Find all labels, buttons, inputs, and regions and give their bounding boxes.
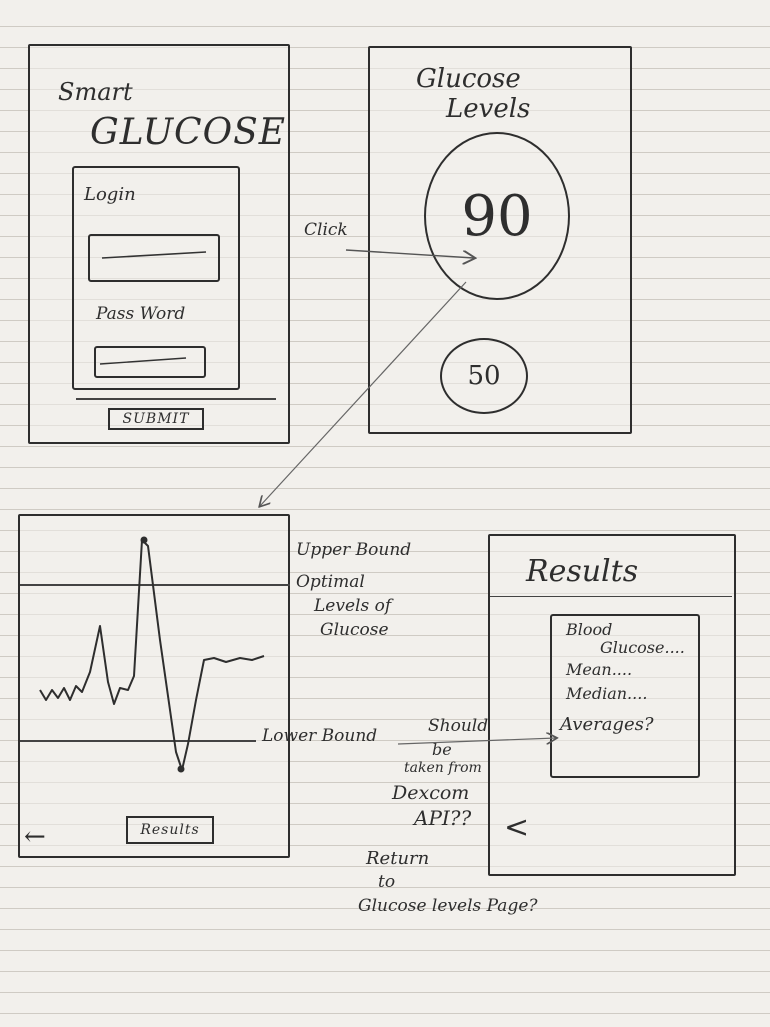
login-label: Login: [84, 184, 136, 205]
results-item-median: Median....: [566, 684, 648, 703]
api-note-line1: Should: [428, 716, 489, 736]
glucose-value-50-circle[interactable]: 50: [440, 338, 528, 414]
back-arrow-icon[interactable]: ←: [24, 822, 46, 852]
glucose-value-50: 50: [467, 361, 501, 391]
optimal-label-line2: Levels of: [314, 596, 392, 616]
login-form-panel: [72, 166, 240, 390]
lower-bound-label: Lower Bound: [262, 726, 378, 746]
results-item-mean: Mean....: [566, 660, 633, 679]
results-item-averages: Averages?: [560, 714, 654, 735]
upper-bound-line: [20, 584, 290, 586]
click-annotation: Click: [304, 220, 348, 240]
password-input[interactable]: [94, 346, 206, 378]
glucose-title-line2: Levels: [446, 94, 531, 124]
results-back-icon[interactable]: <: [504, 810, 530, 845]
return-note-line1: Return: [366, 848, 430, 869]
upper-bound-label: Upper Bound: [296, 540, 412, 560]
glucose-graph-screen: [18, 514, 290, 858]
return-note-line3: Glucose levels Page?: [358, 896, 538, 916]
click-arrow: [345, 249, 474, 258]
password-input-scribble: [99, 357, 187, 365]
api-to-results-arrow: [397, 738, 556, 745]
login-input-scribble: [101, 251, 207, 259]
peak-marker: [140, 536, 148, 544]
glucose-title-line1: Glucose: [416, 64, 521, 94]
results-title-divider: [490, 596, 732, 597]
app-name-large: GLUCOSE: [90, 112, 287, 153]
results-item-glucose: Glucose....: [600, 638, 685, 657]
api-note-line3: taken from: [404, 760, 482, 776]
form-divider: [76, 398, 276, 400]
optimal-label-line3: Glucose: [320, 620, 389, 640]
results-title: Results: [526, 554, 639, 589]
optimal-label-line1: Optimal: [296, 572, 365, 592]
api-note-line4: Dexcom: [392, 782, 470, 804]
submit-button[interactable]: SUBMIT: [108, 408, 204, 430]
navigate-to-graph-arrow: [260, 281, 467, 506]
glucose-value-90-circle[interactable]: 90: [424, 132, 570, 300]
return-note-line2: to: [378, 872, 396, 892]
api-note-line5: API??: [414, 806, 472, 830]
app-name-small: Smart: [58, 78, 133, 106]
password-label: Pass Word: [96, 304, 186, 324]
login-input[interactable]: [88, 234, 220, 282]
lower-bound-line: [20, 740, 256, 742]
low-marker: [177, 765, 185, 773]
api-note-line2: be: [432, 740, 452, 759]
glucose-trend-line: [39, 539, 265, 771]
results-screen: [488, 534, 736, 876]
glucose-value-90: 90: [461, 183, 533, 249]
results-item-blood: Blood: [566, 620, 613, 639]
results-list-panel: [550, 614, 700, 778]
results-button[interactable]: Results: [126, 816, 214, 844]
